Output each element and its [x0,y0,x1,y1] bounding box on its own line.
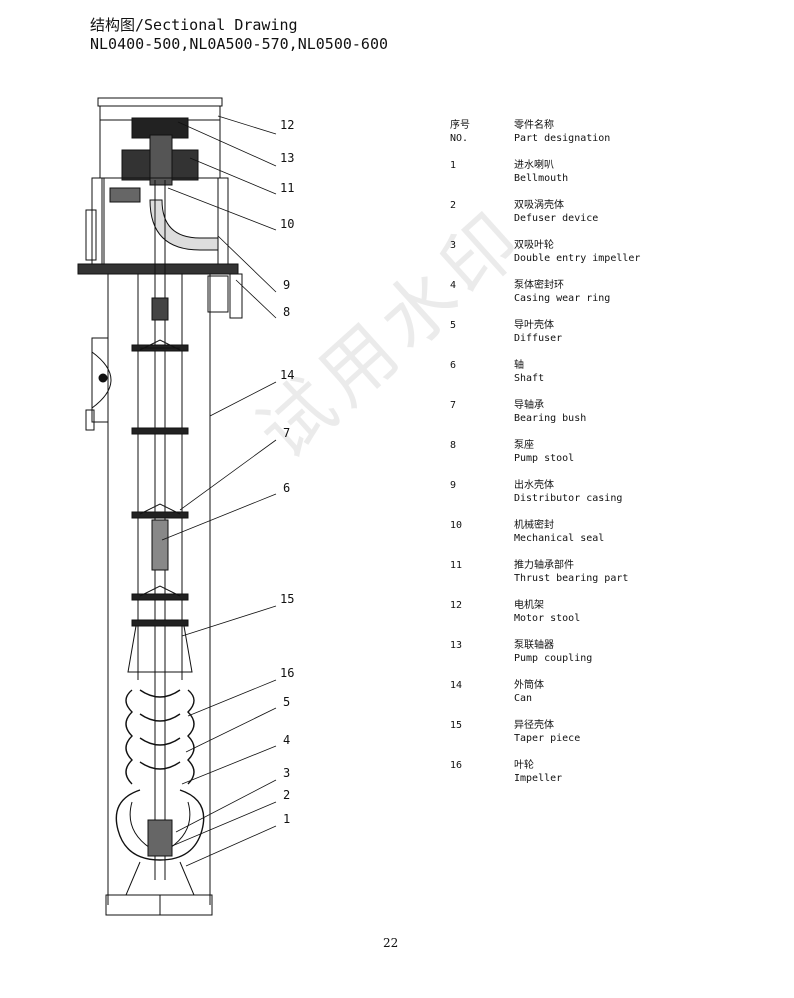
part-row: 2 双吸涡壳体 Defuser device [450,199,710,227]
callout-3: 3 [283,766,291,780]
part-no: 12 [450,600,463,611]
part-name-en: Pump coupling [514,653,593,664]
part-no: 10 [450,520,463,531]
part-no: 3 [450,240,457,251]
callout-15: 15 [280,592,295,606]
part-name-en: Pump stool [514,453,575,464]
part-name-cn: 出水壳体 [514,480,554,491]
part-name-cn: 泵联轴器 [514,640,554,651]
part-row: 13 泵联轴器 Pump coupling [450,639,710,667]
part-row: 4 泵体密封环 Casing wear ring [450,279,710,307]
part-name-cn: 双吸叶轮 [514,240,554,251]
part-no: 1 [450,160,457,171]
callout-12: 12 [280,118,295,132]
callout-14: 14 [280,368,295,382]
callout-11: 11 [280,181,295,195]
part-name-en: Bearing bush [514,413,587,424]
part-name-en: Defuser device [514,213,599,224]
part-row: 7 导轴承 Bearing bush [450,399,710,427]
header-name-en: Part designation [514,133,611,144]
part-no: 5 [450,320,457,331]
callout-9: 9 [283,278,291,292]
part-no: 16 [450,760,463,771]
part-name-cn: 进水喇叭 [514,160,554,171]
part-row: 3 双吸叶轮 Double entry impeller [450,239,710,267]
part-no: 15 [450,720,463,731]
part-name-en: Mechanical seal [514,533,605,544]
part-name-en: Shaft [514,373,545,384]
part-row: 5 导叶壳体 Diffuser [450,319,710,347]
part-no: 4 [450,280,457,291]
part-name-en: Impeller [514,773,563,784]
part-row: 1 进水喇叭 Bellmouth [450,159,710,187]
part-name-cn: 异径壳体 [514,720,554,731]
part-name-cn: 导叶壳体 [514,320,554,331]
part-name-en: Thrust bearing part [514,573,629,584]
part-name-en: Can [514,693,533,704]
part-no: 2 [450,200,457,211]
callout-16: 16 [280,666,295,680]
part-row: 8 泵座 Pump stool [450,439,710,467]
part-no: 13 [450,640,463,651]
part-name-en: Diffuser [514,333,563,344]
part-row: 11 推力轴承部件 Thrust bearing part [450,559,710,587]
part-name-en: Double entry impeller [514,253,641,264]
part-no: 8 [450,440,457,451]
part-name-en: Taper piece [514,733,581,744]
page-number: 22 [383,936,399,950]
header-no-en: NO. [450,133,469,144]
callout-8: 8 [283,305,291,319]
part-name-en: Motor stool [514,613,581,624]
title-line-1: 结构图/Sectional Drawing [90,16,298,34]
part-no: 6 [450,360,457,371]
drawing-title: 结构图/Sectional Drawing NL0400-500,NL0A500… [90,16,388,54]
part-no: 9 [450,480,457,491]
callout-13: 13 [280,151,295,165]
part-name-cn: 轴 [514,360,524,371]
part-row: 15 异径壳体 Taper piece [450,719,710,747]
part-name-en: Casing wear ring [514,293,611,304]
part-name-cn: 叶轮 [514,760,534,771]
part-name-en: Bellmouth [514,173,569,184]
part-name-cn: 导轴承 [514,400,544,411]
part-name-cn: 推力轴承部件 [514,560,574,571]
callout-5: 5 [283,695,291,709]
part-row: 12 电机架 Motor stool [450,599,710,627]
callout-10: 10 [280,217,295,231]
part-no: 7 [450,400,457,411]
part-name-cn: 泵座 [514,440,534,451]
title-line-2: NL0400-500,NL0A500-570,NL0500-600 [90,35,389,53]
part-name-cn: 机械密封 [514,520,554,531]
part-row: 6 轴 Shaft [450,359,710,387]
part-no: 11 [450,560,463,571]
part-name-en: Distributor casing [514,493,623,504]
callout-1: 1 [283,812,291,826]
callout-2: 2 [283,788,291,802]
part-row: 14 外筒体 Can [450,679,710,707]
callout-4: 4 [283,733,291,747]
header-no-cn: 序号 [450,120,470,131]
part-name-cn: 电机架 [514,600,544,611]
part-row: 9 出水壳体 Distributor casing [450,479,710,507]
callout-6: 6 [283,481,291,495]
header-name-cn: 零件名称 [514,120,554,131]
part-name-cn: 外筒体 [514,680,544,691]
part-name-cn: 泵体密封环 [514,280,564,291]
part-row: 10 机械密封 Mechanical seal [450,519,710,547]
part-name-cn: 双吸涡壳体 [514,200,564,211]
part-no: 14 [450,680,463,691]
callout-7: 7 [283,426,291,440]
part-row: 16 叶轮 Impeller [450,759,710,787]
